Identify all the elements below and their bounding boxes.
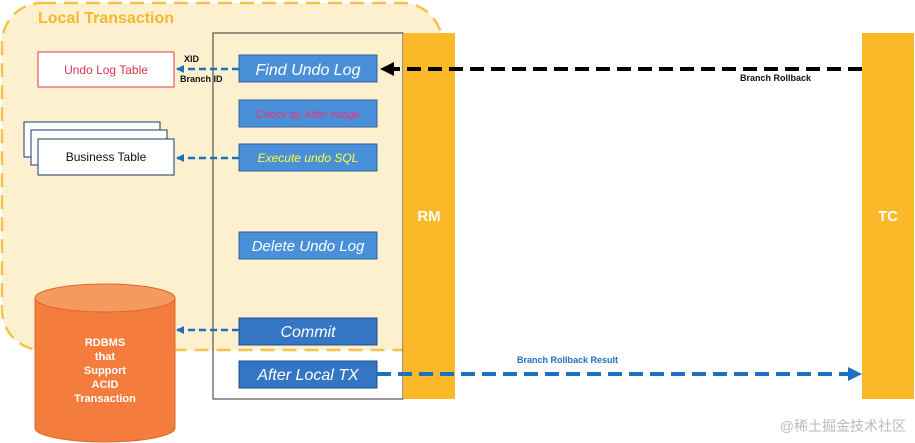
rdbms-label-1: RDBMS [85, 337, 125, 349]
step-check-after-image-label: Check by After image [256, 109, 361, 121]
business-table [37, 138, 175, 176]
rdbms-label-3: Support [84, 365, 126, 377]
step-check-after-image [238, 99, 378, 128]
rdbms-label-2: that [95, 351, 116, 363]
step-execute-undo-sql-label: Execute undo SQL [258, 151, 359, 165]
tc-label: TC [878, 208, 898, 225]
watermark: @稀土掘金技术社区 [780, 418, 906, 434]
step-delete-undo-log [238, 231, 378, 260]
step-delete-undo-log-label: Delete Undo Log [252, 238, 365, 255]
rm-participant [403, 33, 455, 399]
step-after-local-tx-label: After Local TX [256, 367, 360, 384]
local-transaction-title: Local Transaction [38, 10, 174, 27]
rdbms-label-5: Transaction [74, 393, 136, 405]
rdbms-label-4: ACID [92, 379, 119, 391]
undo-log-table [37, 51, 175, 88]
rm-label: RM [417, 208, 440, 225]
step-commit [238, 317, 378, 346]
tc-participant [862, 33, 914, 399]
branch-rollback-result-label: Branch Rollback Result [517, 355, 618, 365]
business-table-label: Business Table [66, 150, 147, 164]
step-commit-label: Commit [280, 324, 336, 341]
step-find-undo-log-label: Find Undo Log [256, 62, 361, 79]
undo-log-table-label: Undo Log Table [64, 63, 148, 77]
branch-id-label: Branch ID [180, 74, 223, 84]
xid-label: XID [184, 54, 200, 64]
branch-rollback-label: Branch Rollback [740, 73, 812, 83]
rdbms-database [34, 283, 176, 443]
